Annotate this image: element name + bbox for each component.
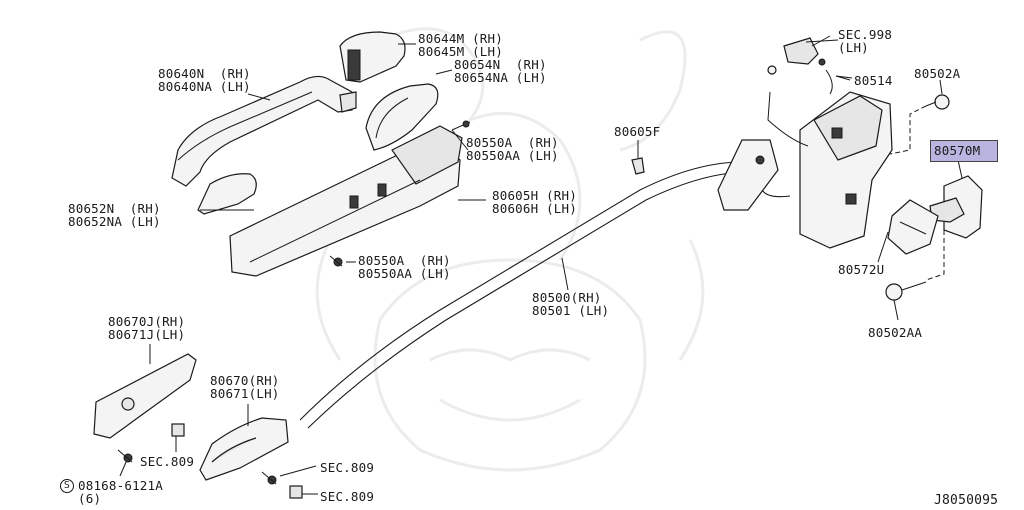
screw-80502aa (885, 281, 927, 321)
label-80502aa: 80502AA (868, 325, 923, 340)
handle-gasket (365, 83, 439, 151)
label-bolt-code: 08168-6121A (78, 478, 163, 493)
label-80671: 80671(LH) (210, 386, 280, 401)
striker-shim (877, 199, 939, 263)
label-80550a-top: 80550A (RH) (466, 135, 559, 150)
bolt-80502a (889, 79, 950, 155)
handle-escutcheon (93, 344, 197, 439)
screw-inside-handle (261, 465, 317, 485)
handle-bracket (229, 125, 463, 277)
rear-gasket (197, 173, 257, 215)
label-80670j: 80670J(RH) (108, 314, 186, 329)
label-80550aa-bot: 80550AA (LH) (358, 266, 451, 281)
label-80502a: 80502A (914, 66, 961, 81)
label-80652na: 80652NA (LH) (68, 214, 161, 229)
screw-bottom (329, 255, 343, 267)
label-bolt-qty: (6) (78, 491, 102, 506)
handle-cap (339, 31, 406, 83)
label-80640na: 80640NA (LH) (158, 79, 251, 94)
label-sec809-a: SEC.809 (140, 454, 195, 469)
label-leaders (200, 39, 853, 263)
label-80500: 80500(RH) (532, 290, 602, 305)
label-80550aa-top: 80550AA (LH) (466, 148, 559, 163)
highlight-80570m (930, 140, 998, 162)
bolt-circle-s: S (60, 479, 74, 493)
label-80605f: 80605F (614, 124, 661, 139)
rod-cables (299, 161, 791, 429)
label-80671j: 80671J(LH) (108, 327, 186, 342)
label-80654na: 80654NA (LH) (454, 70, 547, 85)
label-80654n: 80654N (RH) (454, 57, 547, 72)
label-80572u: 80572U (838, 262, 885, 277)
label-sec809-b: SEC.809 (320, 460, 375, 475)
door-lock-actuator (717, 65, 893, 249)
label-sec998: SEC.998 (838, 27, 893, 42)
screw-small (117, 449, 133, 477)
rod-80514 (825, 69, 851, 95)
cap-small (289, 485, 318, 499)
inside-handle (199, 404, 289, 481)
label-80670: 80670(RH) (210, 373, 280, 388)
label-80570m[interactable]: 80570M (934, 143, 981, 158)
label-80550a-bot: 80550A (RH) (358, 253, 451, 268)
label-80652n: 80652N (RH) (68, 201, 161, 216)
watermark-emblem (315, 27, 705, 472)
small-clip-a (171, 423, 185, 452)
sec998-part (783, 35, 831, 66)
diagram-code: J8050095 (934, 493, 999, 508)
label-80501: 80501 (LH) (532, 303, 610, 318)
outside-handle (171, 75, 357, 187)
label-80606h: 80606H (LH) (492, 201, 577, 216)
label-80645m: 80645M (LH) (418, 44, 503, 59)
label-80644m: 80644M (RH) (418, 31, 503, 46)
screw-top (451, 120, 471, 151)
label-sec998-side: (LH) (838, 40, 869, 55)
label-sec809-c: SEC.809 (320, 489, 375, 504)
clip (631, 140, 645, 175)
label-80514: 80514 (854, 73, 893, 88)
label-80640n: 80640N (RH) (158, 66, 251, 81)
label-80605h: 80605H (RH) (492, 188, 577, 203)
